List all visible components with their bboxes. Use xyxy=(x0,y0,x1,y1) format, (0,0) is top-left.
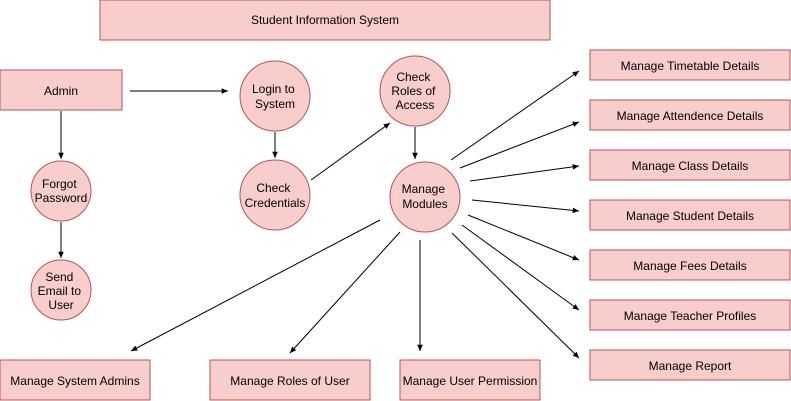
svg-text:Login to System: Login to System xyxy=(252,82,298,111)
module-bottom-1-label: Manage Roles of User xyxy=(230,374,349,388)
svg-text:Check Credentials: Check Credentials xyxy=(245,181,306,210)
login-line-1: Login to xyxy=(252,82,295,96)
title-text: Student Information System xyxy=(251,13,399,27)
forgot-password-line-2: Password xyxy=(35,191,88,205)
module-right-0-label: Manage Timetable Details xyxy=(621,59,760,73)
edge-modules-to-right-1 xyxy=(459,121,580,169)
admin-box: Admin xyxy=(0,69,123,111)
module-bottom-2-label: Manage User Permission xyxy=(403,374,538,388)
manage-modules-line-1: Manage xyxy=(402,182,446,196)
login-node: Login to System xyxy=(239,60,311,132)
module-right-3-label: Manage Student Details xyxy=(626,209,754,223)
module-bottom-0: Manage System Admins xyxy=(0,359,151,401)
module-bottom-0-label: Manage System Admins xyxy=(10,374,139,388)
check-credentials-line-2: Credentials xyxy=(245,196,306,210)
check-roles-line-3: Access xyxy=(396,98,435,112)
module-right-4-label: Manage Fees Details xyxy=(633,259,746,273)
svg-text:Manage Modules: Manage Modules xyxy=(402,182,449,211)
module-bottom-2: Manage User Permission xyxy=(399,359,541,401)
edge-modules-to-right-4 xyxy=(467,214,580,261)
edge-modules-to-bottom-1 xyxy=(289,231,401,354)
edge-modules-to-right-2 xyxy=(469,164,580,182)
edge-modules-to-right-6 xyxy=(451,232,580,359)
module-right-4: Manage Fees Details xyxy=(589,249,791,281)
check-credentials-line-1: Check xyxy=(256,181,291,195)
manage-modules-node: Manage Modules xyxy=(389,161,461,233)
edge-modules-to-right-5 xyxy=(461,224,580,311)
module-right-6: Manage Report xyxy=(589,349,791,381)
edge-modules-to-right-0 xyxy=(450,70,580,161)
send-email-line-2: Email to xyxy=(38,284,82,298)
svg-text:Forgot Password: Forgot Password xyxy=(35,177,88,205)
module-right-5: Manage Teacher Profiles xyxy=(589,299,791,331)
edges xyxy=(58,70,580,359)
admin-label: Admin xyxy=(44,84,78,98)
forgot-password-node: Forgot Password xyxy=(30,160,92,222)
svg-text:Check Roles of Acc: Check Roles of Access xyxy=(391,70,438,112)
manage-modules-line-2: Modules xyxy=(402,197,447,211)
svg-text:Send Email to User: Send Email to User xyxy=(38,270,85,312)
module-right-6-label: Manage Report xyxy=(649,359,732,373)
check-roles-line-1: Check xyxy=(396,70,431,84)
edge-modules-to-bottom-0 xyxy=(130,219,381,352)
module-bottom-1: Manage Roles of User xyxy=(209,359,371,401)
title-box: Student Information System xyxy=(99,0,551,41)
module-right-0: Manage Timetable Details xyxy=(589,49,791,81)
send-email-line-3: User xyxy=(48,298,73,312)
module-right-1-label: Manage Attendence Details xyxy=(617,109,764,123)
module-right-2: Manage Class Details xyxy=(589,149,791,181)
send-email-line-1: Send xyxy=(45,270,73,284)
module-right-2-label: Manage Class Details xyxy=(632,159,749,173)
check-roles-node: Check Roles of Access xyxy=(379,55,451,127)
forgot-password-line-1: Forgot xyxy=(42,177,77,191)
check-roles-line-2: Roles of xyxy=(391,84,436,98)
check-credentials-node: Check Credentials xyxy=(239,159,311,231)
edge-modules-to-right-3 xyxy=(471,199,580,214)
module-right-3: Manage Student Details xyxy=(589,199,791,231)
module-right-5-label: Manage Teacher Profiles xyxy=(624,309,757,323)
module-right-1: Manage Attendence Details xyxy=(589,99,791,131)
send-email-node: Send Email to User xyxy=(30,259,92,321)
edge-credentials-to-roles xyxy=(310,122,391,181)
login-line-2: System xyxy=(255,97,295,111)
